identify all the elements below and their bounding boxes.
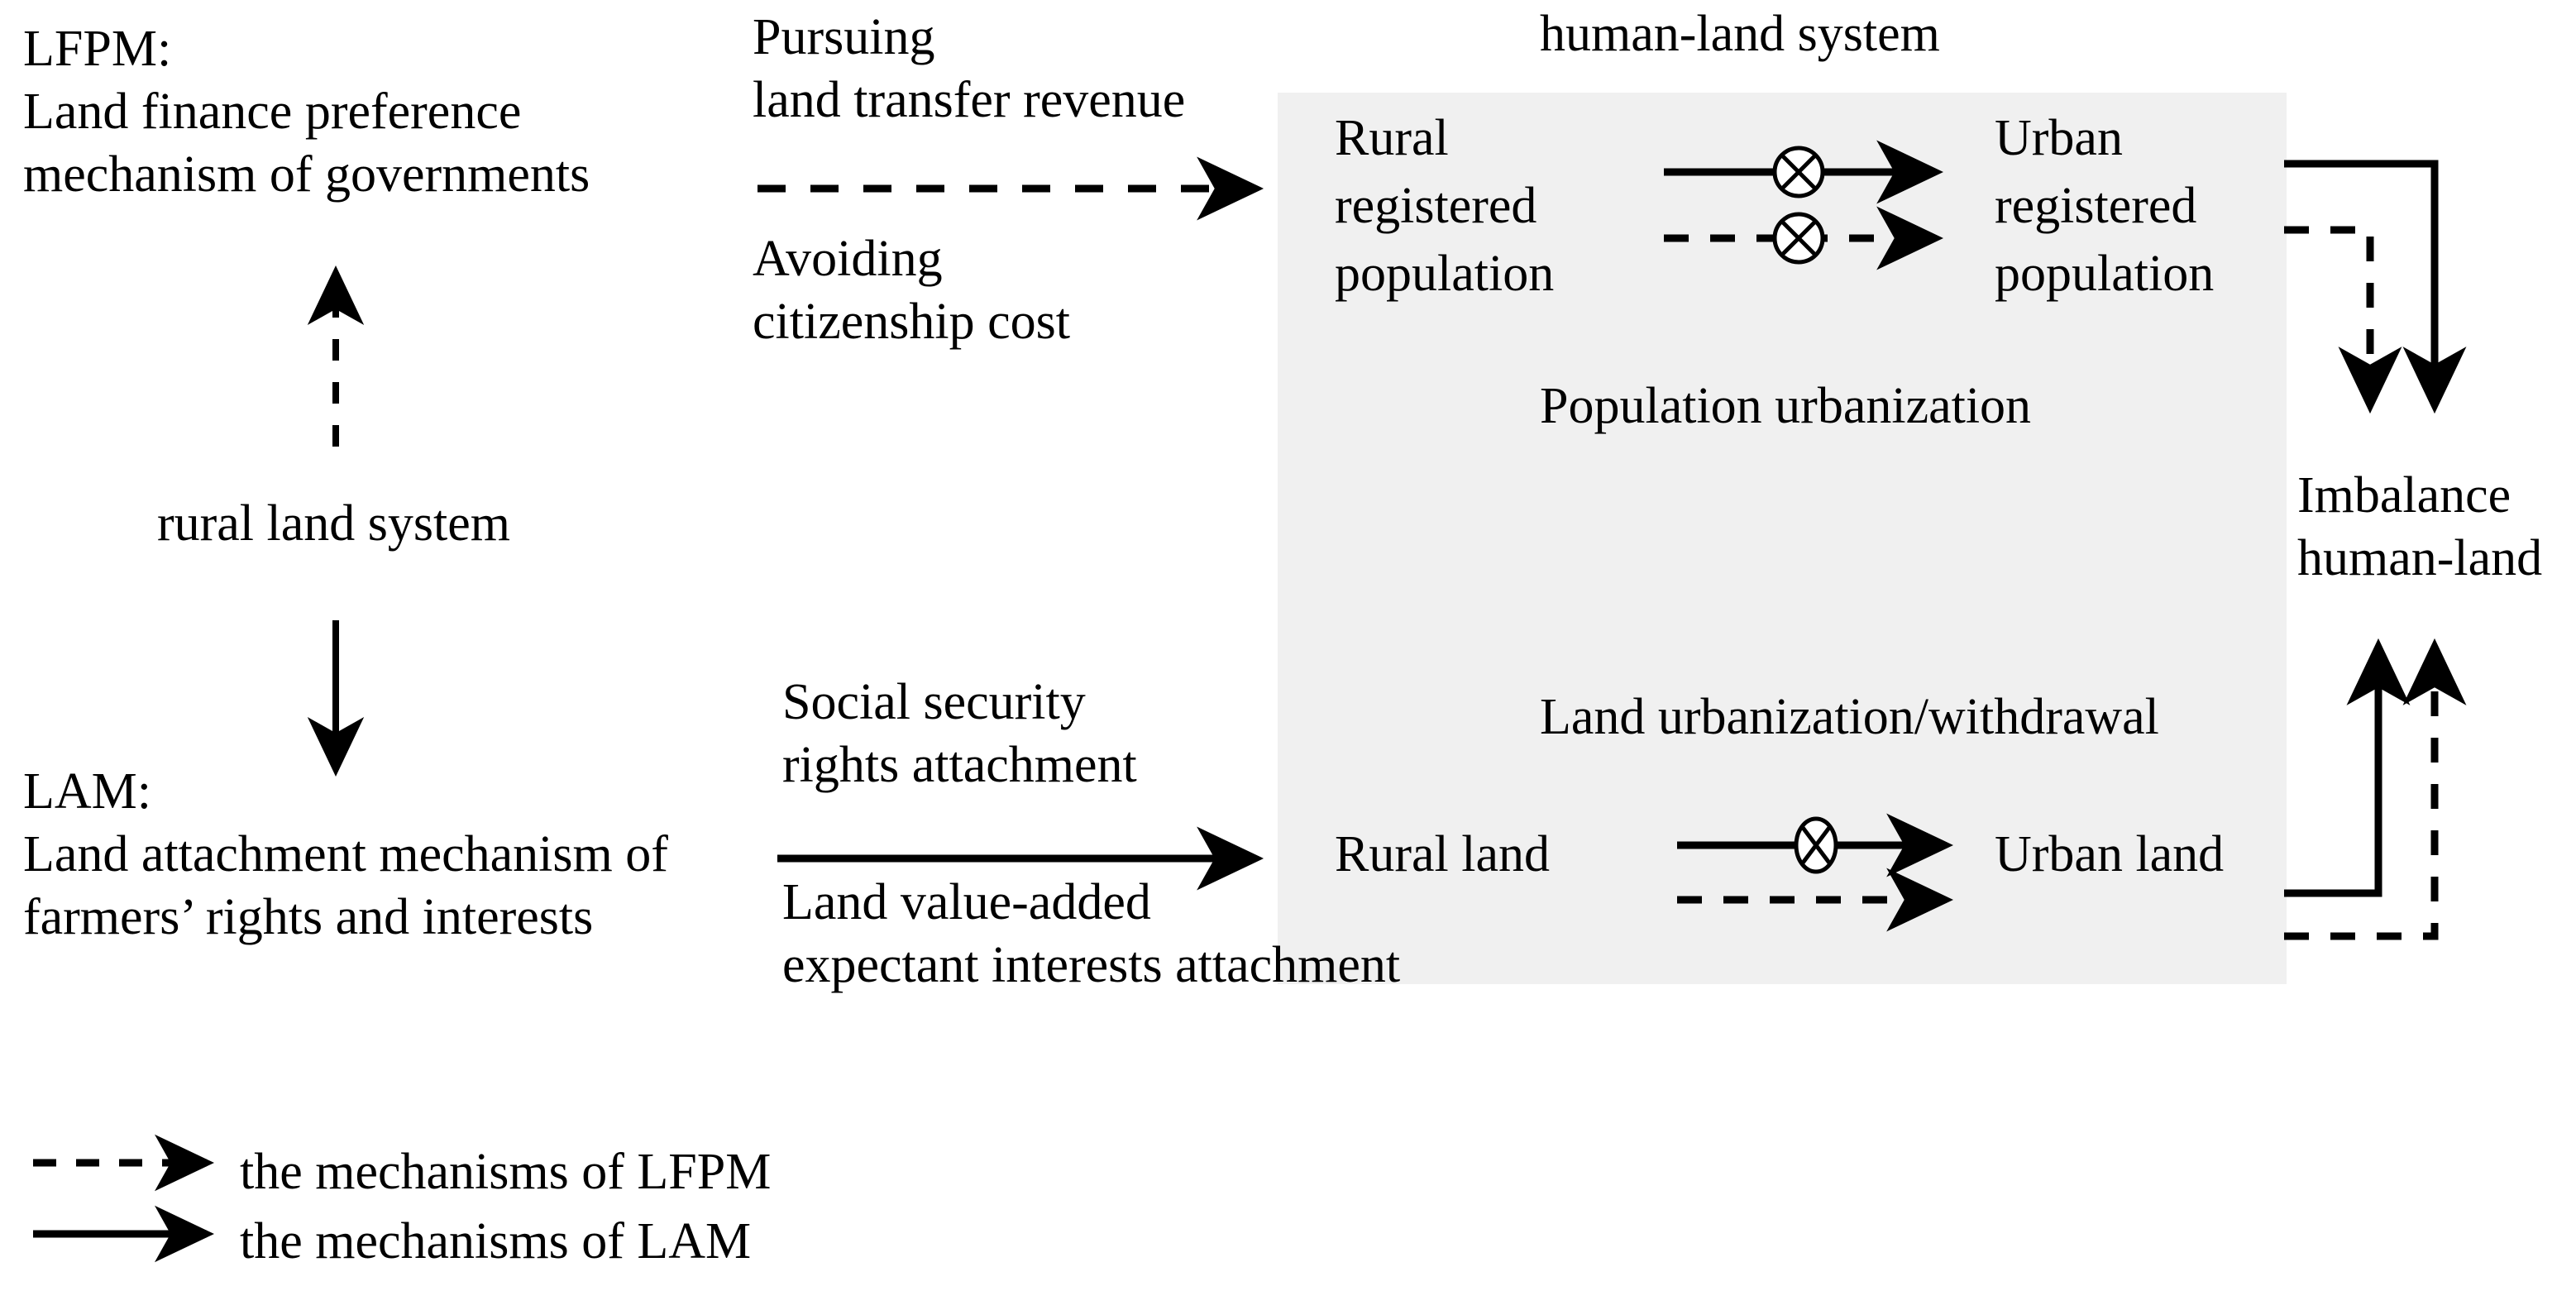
arrow-population-to-imbalance-dashed — [2284, 226, 2402, 414]
land-urbanization-label: Land urbanization/withdrawal — [1540, 689, 2159, 745]
arrow-population-to-imbalance-solid — [2284, 160, 2467, 414]
imbalance-outcome-line-1: Imbalance — [2297, 467, 2511, 524]
arrow-land-to-imbalance-solid — [2284, 638, 2411, 897]
lam-description-line-2: farmers’ rights and interests — [23, 889, 594, 945]
lam-abbrev: LAM: — [23, 763, 151, 820]
urban-land-node: Urban land — [1995, 826, 2225, 882]
legend-label-lam: the mechanisms of LAM — [240, 1213, 752, 1269]
connector-label-social-security: Social security — [782, 674, 1086, 730]
rural-registered-population-line-1: Rural — [1335, 110, 1449, 166]
urban-registered-population-line-3: population — [1995, 246, 2215, 302]
lam-description-line-1: Land attachment mechanism of — [23, 826, 668, 882]
arrow-land-to-imbalance-dashed — [2284, 638, 2467, 940]
rural-registered-population-line-3: population — [1335, 246, 1555, 302]
lfpm-abbrev: LFPM: — [23, 21, 172, 77]
rural-land-node: Rural land — [1335, 826, 1550, 882]
imbalance-outcome-line-2: human-land — [2297, 530, 2543, 586]
connector-label-land-transfer-revenue: land transfer revenue — [753, 72, 1186, 128]
connector-label-rights-attachment: rights attachment — [782, 737, 1137, 793]
connector-label-pursuing: Pursuing — [753, 9, 935, 65]
connector-label-expectant-interests: expectant interests attachment — [782, 937, 1401, 993]
rural-land-system-node: rural land system — [157, 495, 511, 552]
connector-label-land-value-added: Land value-added — [782, 874, 1151, 930]
connector-label-citizenship-cost: citizenship cost — [753, 294, 1070, 350]
system-title: human-land system — [1540, 6, 1940, 62]
population-urbanization-label: Population urbanization — [1540, 378, 2032, 434]
lfpm-description-line-2: mechanism of governments — [23, 146, 590, 203]
connector-label-avoiding: Avoiding — [753, 231, 943, 287]
rural-registered-population-line-2: registered — [1335, 178, 1537, 234]
urban-registered-population-line-1: Urban — [1995, 110, 2123, 166]
lfpm-description-line-1: Land finance preference — [23, 84, 522, 140]
urban-registered-population-line-2: registered — [1995, 178, 2197, 234]
legend-label-lfpm: the mechanisms of LFPM — [240, 1144, 772, 1200]
